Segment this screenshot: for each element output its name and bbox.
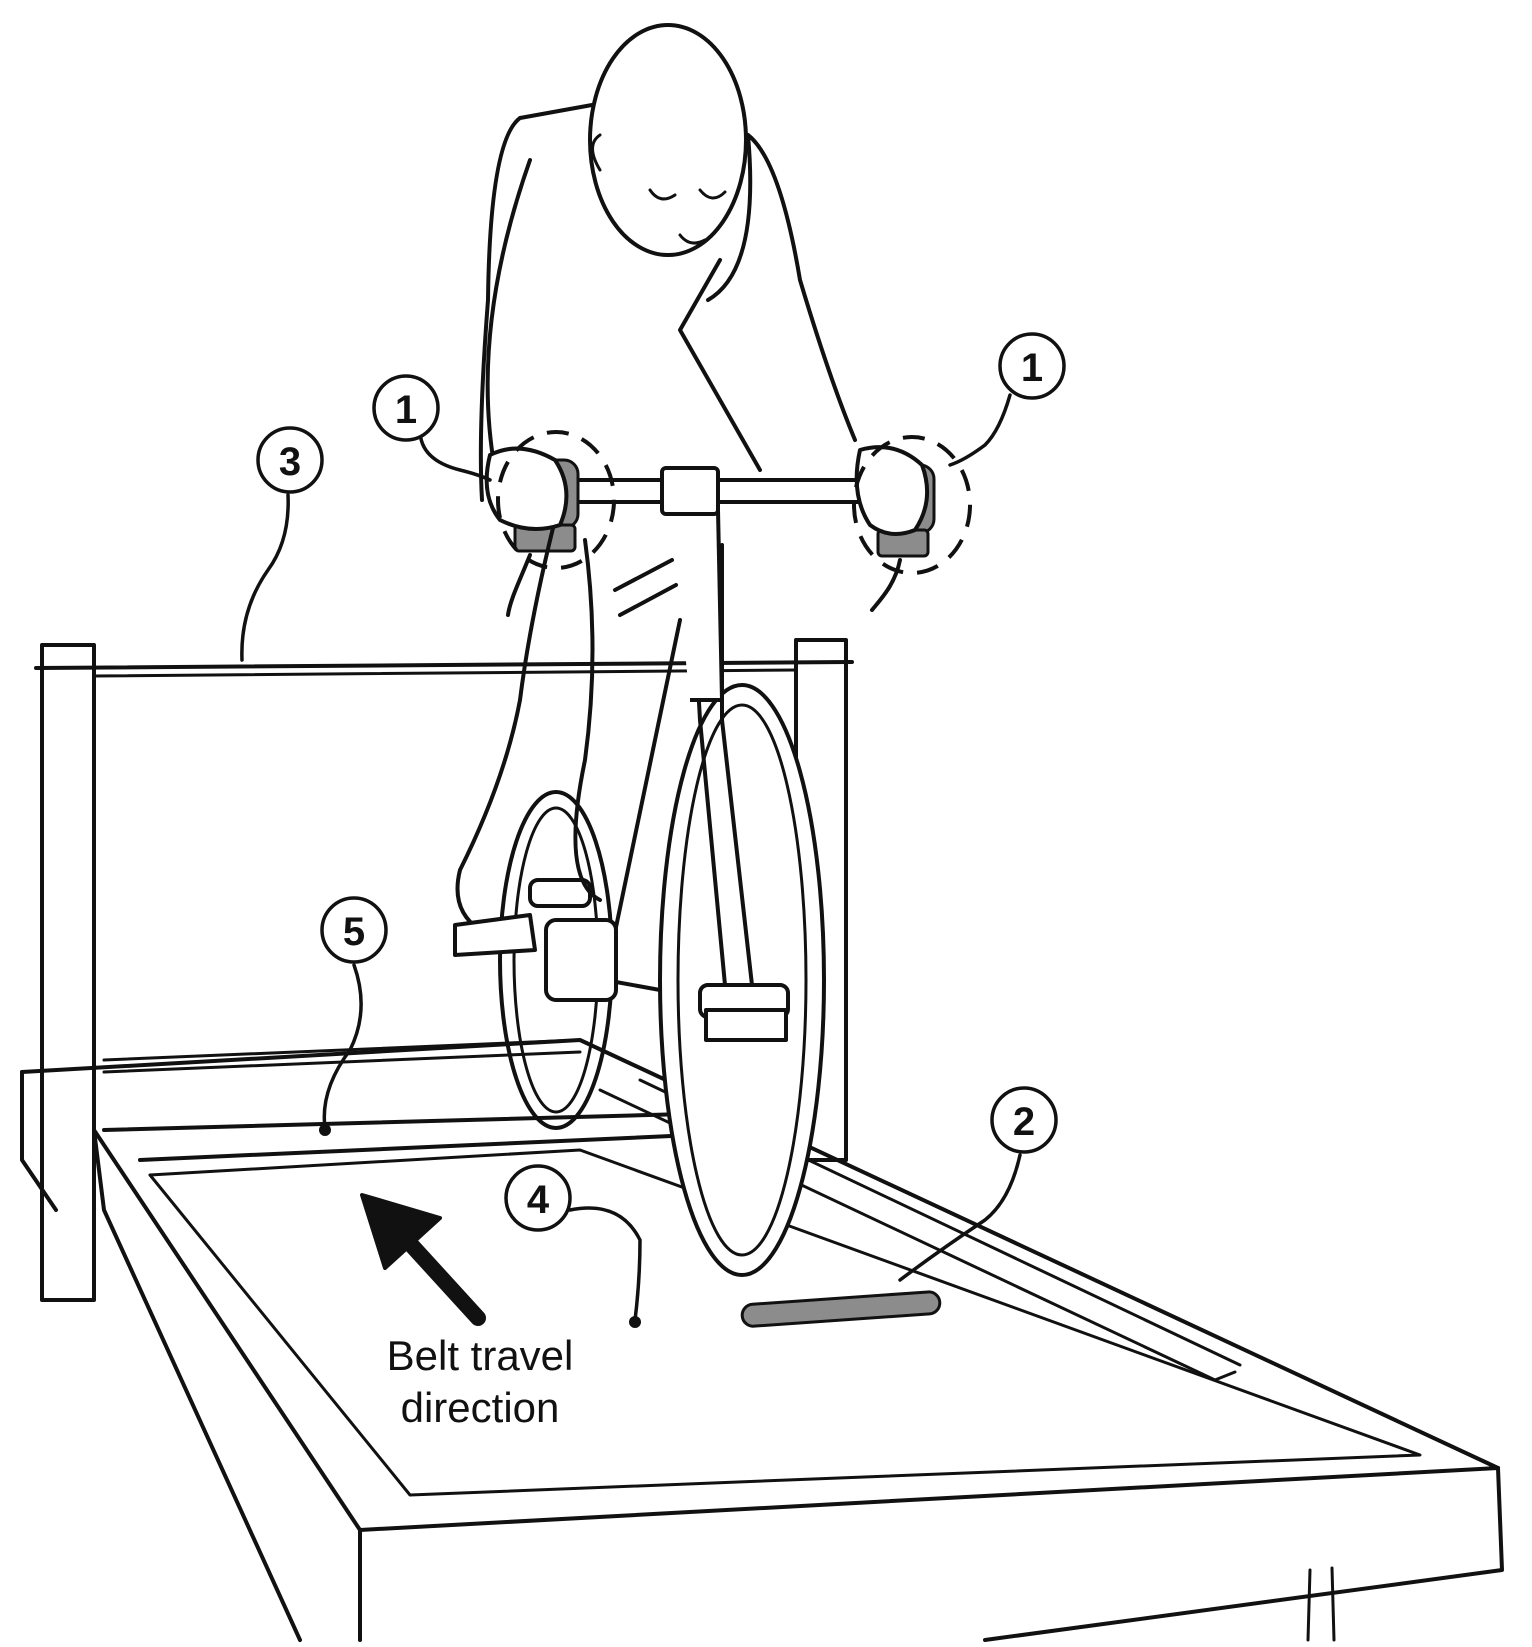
deck-left-outer [92, 1128, 302, 1642]
rider-torso [478, 103, 857, 502]
callout-1a-label: 1 [395, 388, 417, 432]
callout-5-label: 5 [343, 910, 365, 954]
callout-3-circle [256, 426, 324, 494]
leader-1b [948, 393, 1012, 467]
callout-5-circle [320, 896, 388, 964]
leader-3 [240, 493, 290, 662]
leader-5 [322, 963, 363, 1130]
caption-line1: Belt travel [387, 1332, 574, 1379]
left-hood-highlight [496, 430, 616, 570]
rider-ear [591, 133, 602, 172]
fork-2 [720, 543, 754, 987]
leg-line-2 [1330, 1566, 1336, 1642]
right-rail [598, 1088, 1237, 1382]
leader-4-dot [629, 1316, 641, 1328]
rider-left-leg [573, 538, 602, 902]
treadmill [20, 1038, 1504, 1642]
stem [660, 466, 720, 516]
right-pedal-block [704, 1008, 788, 1042]
callout-1b-label: 1 [1021, 346, 1043, 390]
rider-shoe [453, 913, 537, 957]
front-wheel-inner [676, 703, 808, 1257]
top-tube [613, 558, 674, 592]
leader-4 [568, 1206, 642, 1322]
rider-right-hand [854, 445, 930, 536]
left-drop [506, 553, 532, 617]
roller-bar [740, 1290, 942, 1328]
right-hood-highlight [852, 435, 972, 575]
callout-3-label: 3 [279, 440, 301, 484]
callout-4-circle [504, 1164, 572, 1232]
rider-face [648, 188, 727, 245]
deck-left-side [20, 1070, 58, 1212]
deck-right-face [983, 1466, 1504, 1642]
top-rail [34, 660, 854, 670]
leader-1a [418, 428, 492, 482]
leg-line-1 [1306, 1568, 1312, 1642]
rider-head [588, 23, 748, 257]
callout-1b-circle [998, 332, 1066, 400]
callout-1a-circle [372, 374, 440, 442]
callout-4-label: 4 [527, 1178, 550, 1222]
bicycle [498, 458, 936, 1277]
right-drop [870, 558, 902, 612]
rider-right-leg [455, 518, 557, 932]
handlebar [573, 478, 877, 504]
leader-5-dot [319, 1124, 331, 1136]
leader-2 [898, 1153, 1022, 1282]
left-pedal [528, 878, 592, 908]
caption-line2: direction [401, 1384, 560, 1431]
callout-2-circle [990, 1086, 1058, 1154]
rider [453, 23, 930, 957]
callout-2-label: 2 [1013, 1100, 1035, 1144]
top-rail-lower [92, 668, 798, 678]
front-wheel-outer [658, 683, 826, 1277]
belt-inner [148, 1148, 1422, 1497]
chainring [544, 918, 618, 1002]
belt-direction-arrow [360, 1193, 486, 1326]
rear-crossbar-top [102, 1038, 582, 1062]
left-post [40, 643, 96, 1302]
top-tube-2 [618, 583, 678, 617]
